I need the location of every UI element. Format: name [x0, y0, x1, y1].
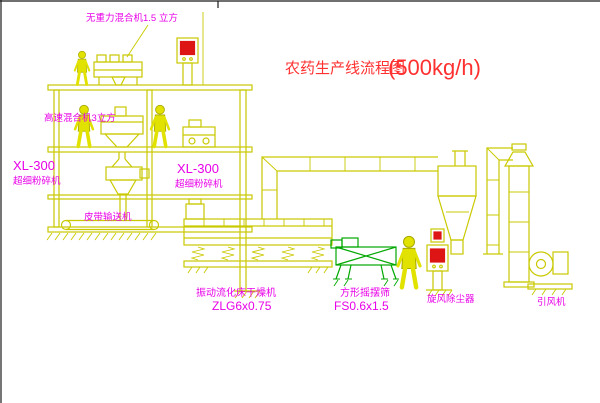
dust-collector-stack: [503, 143, 535, 288]
label-belt-conveyor: 皮带输送机: [84, 211, 132, 223]
label-fan: 引风机: [537, 296, 566, 308]
worker-figure-mixing-floor: [73, 103, 95, 149]
label-mill-mid-name: 超细粉碎机: [175, 178, 223, 190]
label-dryer-name: 振动流化床干燥机: [196, 286, 276, 299]
label-mill-mid-model: XL-300: [177, 161, 219, 176]
label-dryer-model: ZLG6x0.75: [212, 299, 272, 313]
fine-mill-left: [105, 166, 150, 221]
label-mill-left-name: 超细粉碎机: [13, 175, 61, 187]
building-structure: [46, 12, 261, 299]
exhaust-duct: [261, 156, 438, 219]
control-panel-lower: [426, 228, 453, 297]
labels: 无重力混合机1.5 立方 农药生产线流程图 (500kg/h) 高速混合机3立方…: [13, 12, 566, 313]
diagram-title: 农药生产线流程图: [285, 60, 405, 77]
high-speed-mixer: [100, 106, 144, 168]
label-gravity-mixer: 无重力混合机1.5 立方: [86, 12, 178, 24]
label-high-speed-mixer: 高速混合机3立方: [44, 112, 116, 124]
label-sieve-name: 方形摇摆筛: [340, 286, 390, 299]
gravity-mixer: [93, 54, 143, 86]
worker-figure-mill-floor: [149, 103, 171, 149]
diagram-title-capacity: (500kg/h): [388, 55, 481, 80]
induced-draft-fan: [527, 251, 573, 296]
cyclone-separator: [437, 150, 477, 255]
label-sieve-model: FS0.6x1.5: [334, 299, 389, 313]
worker-figure-roof: [73, 49, 91, 87]
fine-mill-upper: [182, 119, 216, 148]
control-panel-upper: [176, 37, 199, 86]
fluid-bed-dryer: [183, 198, 333, 274]
square-sieve: [330, 237, 399, 287]
belt-conveyor: [60, 219, 160, 231]
label-mill-left-model: XL-300: [13, 158, 55, 173]
worker-figure-ground: [398, 236, 420, 287]
label-cyclone: 旋风除尘器: [427, 293, 475, 305]
